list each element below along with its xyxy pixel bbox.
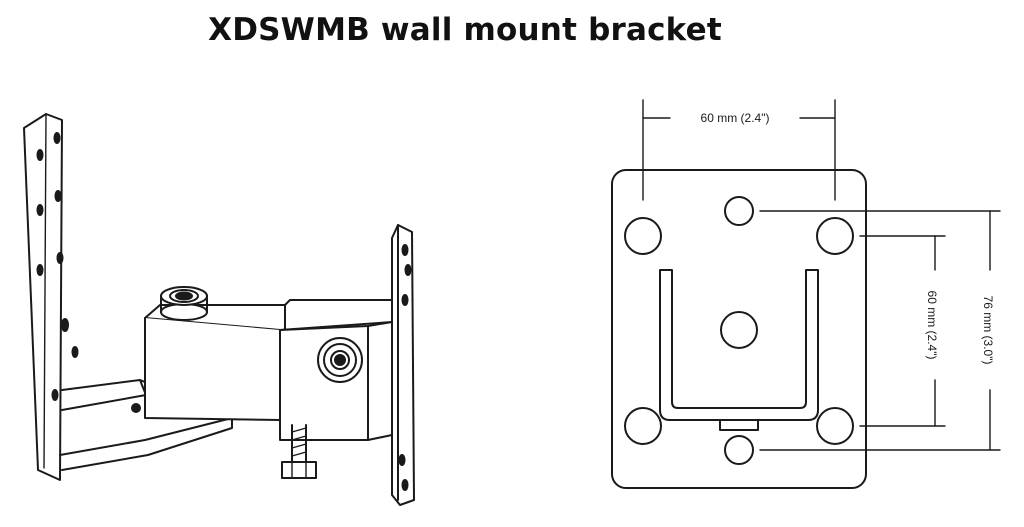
diagram-title: XDSWMB wall mount bracket [208, 12, 722, 48]
dimension-lines [642, 99, 1001, 451]
bracket-illustration [23, 113, 415, 506]
dimension-outer-height: 76 mm (3.0") [981, 296, 995, 365]
hole-center [720, 311, 758, 349]
dimension-top-width: 60 mm (2.4") [701, 111, 770, 125]
hole-top-left [624, 217, 662, 255]
slot-tab [719, 419, 759, 431]
u-slot [659, 269, 819, 421]
dimension-inner-height: 60 mm (2.4") [925, 291, 939, 360]
bottom-screw [281, 424, 317, 479]
clevis-plate [279, 321, 393, 441]
hole-top-center [724, 196, 754, 226]
plate-front-view [611, 169, 867, 489]
hole-bottom-left [624, 407, 662, 445]
top-nut [160, 286, 208, 321]
main-arm [144, 299, 393, 421]
hole-bottom-right [816, 407, 854, 445]
wall-plate [23, 113, 79, 481]
hole-bottom-center [724, 435, 754, 465]
speaker-plate [391, 224, 415, 506]
hole-top-right [816, 217, 854, 255]
